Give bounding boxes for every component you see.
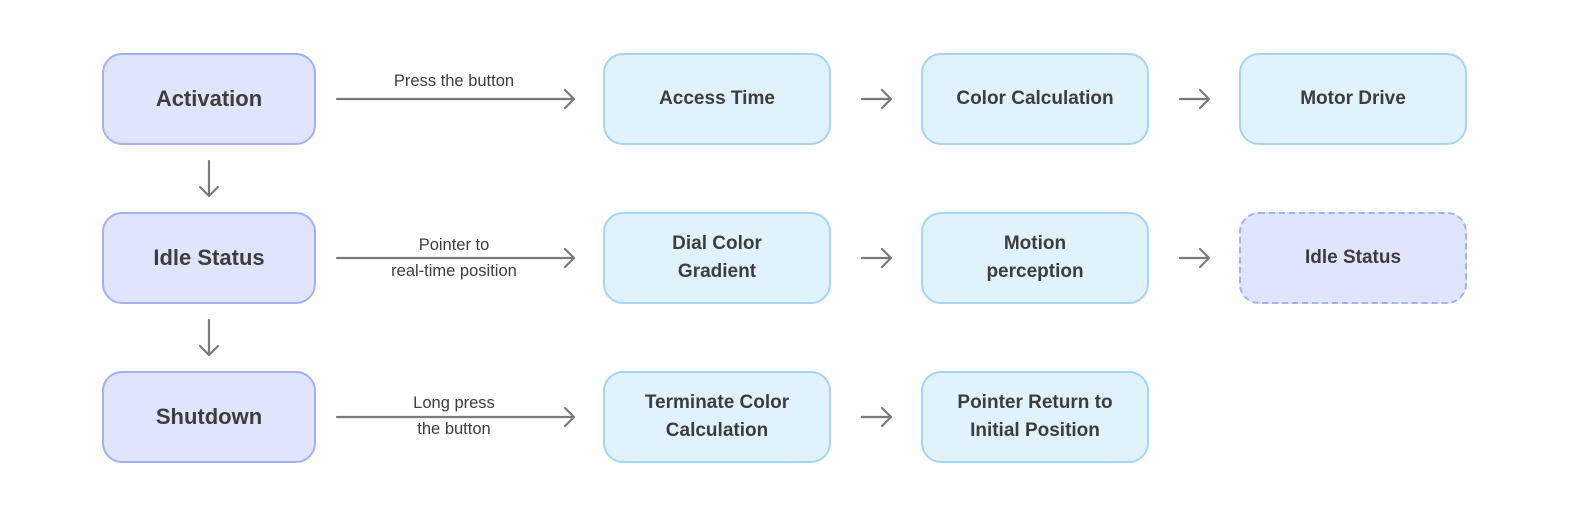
state-idle-status: Idle Status [102,212,316,304]
step-terminate-color-calculation: Terminate Color Calculation [603,371,831,463]
step-color-calculation: Color Calculation [921,53,1149,145]
arrow-access-time-to-color-calc [860,88,893,110]
arrow-dial-gradient-to-motion [860,247,893,269]
step-access-time: Access Time [603,53,831,145]
arrow-motion-to-idle-status [1178,247,1211,269]
arrow-terminate-to-pointer-return [860,406,893,428]
arrow-color-calc-to-motor-drive [1178,88,1211,110]
edge-label-activation: Press the button [393,72,515,90]
arrow-idle-to-shutdown [198,318,220,357]
state-activation: Activation [102,53,316,145]
arrow-activation-to-idle [198,159,220,198]
state-shutdown: Shutdown [102,371,316,463]
step-dial-color-gradient: Dial Color Gradient [603,212,831,304]
step-pointer-return: Pointer Return to Initial Position [921,371,1149,463]
edge-label-shutdown: Long press the button [413,394,495,438]
step-motor-drive: Motor Drive [1239,53,1467,145]
edge-label-idle: Pointer to real-time position [391,236,517,280]
step-idle-status-return: Idle Status [1239,212,1467,304]
step-motion-perception: Motion perception [921,212,1149,304]
